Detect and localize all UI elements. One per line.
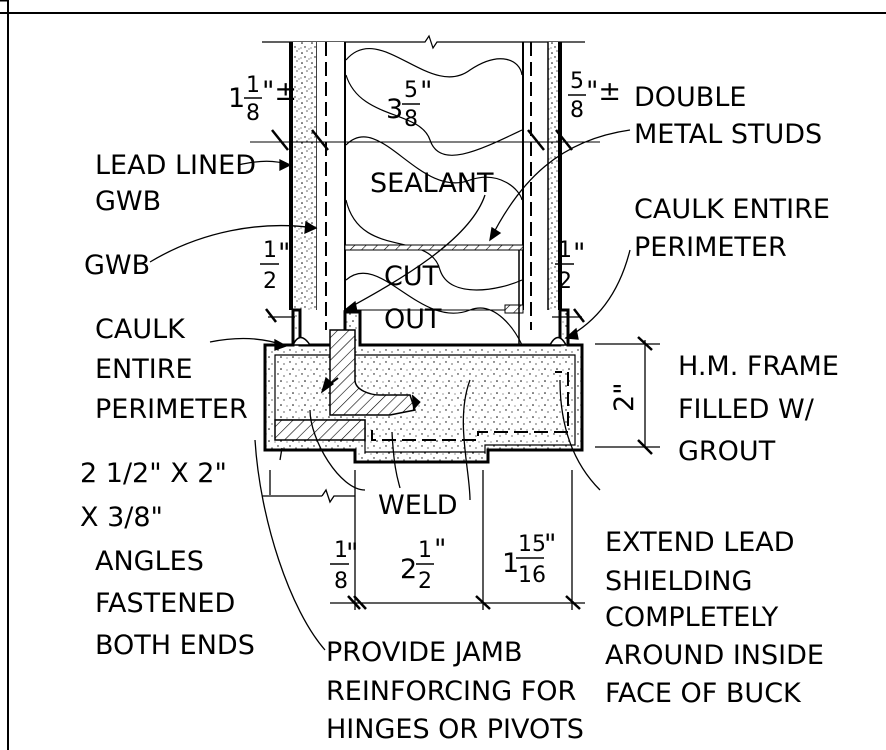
dim-1-8-den: 8 bbox=[334, 569, 348, 594]
label-double: DOUBLE bbox=[634, 82, 746, 113]
label-angles-2: X 3/8" bbox=[80, 502, 163, 533]
label-hm-frame-2: FILLED W/ bbox=[678, 394, 815, 425]
dim-half-left-num: 1 bbox=[263, 238, 277, 263]
dim-1-1-8-den: 8 bbox=[246, 101, 260, 126]
label-lead-lined-1: LEAD LINED bbox=[95, 150, 256, 181]
dim-2-in: 2" bbox=[609, 382, 640, 412]
label-provide-2: REINFORCING FOR bbox=[326, 676, 576, 707]
label-cut: CUT bbox=[384, 261, 440, 292]
label-sealant: SEALANT bbox=[370, 168, 494, 199]
label-angles-4: FASTENED bbox=[95, 588, 235, 619]
dim-3-5-8-num: 5 bbox=[404, 78, 418, 103]
label-provide-3: HINGES OR PIVOTS bbox=[326, 714, 584, 745]
label-extend-5: FACE OF BUCK bbox=[605, 678, 802, 709]
dim-2-1-2-num: 1 bbox=[418, 538, 432, 563]
dim-half-right-suffix: " bbox=[573, 238, 585, 269]
label-gwb: GWB bbox=[84, 250, 150, 281]
dimension-texts: 1 1 8 "± 3 5 8 " 5 8 "± 1 2 " 1 2 " 2" 1… bbox=[228, 69, 640, 594]
dim-1-1-8-num: 1 bbox=[246, 73, 260, 98]
dim-1-15-16-num: 15 bbox=[518, 532, 546, 557]
dim-3-5-8-den: 8 bbox=[404, 107, 418, 132]
hm-frame bbox=[263, 308, 584, 464]
dim-1-8-suffix: " bbox=[346, 538, 358, 569]
label-angles-1: 2 1/2" X 2" bbox=[80, 458, 227, 489]
dim-1-15-16-den: 16 bbox=[518, 563, 546, 588]
label-hm-frame-3: GROUT bbox=[678, 436, 776, 467]
label-lead-lined-2: GWB bbox=[95, 186, 161, 217]
dim-5-8-den: 8 bbox=[570, 98, 584, 123]
label-weld: WELD bbox=[378, 490, 458, 521]
dim-1-1-8-suffix: "± bbox=[262, 76, 297, 107]
dim-5-8-num: 5 bbox=[570, 69, 584, 94]
angle-steel bbox=[274, 419, 366, 441]
label-hm-frame-1: H.M. FRAME bbox=[678, 351, 839, 382]
label-extend-1: EXTEND LEAD bbox=[605, 527, 795, 558]
label-extend-4: AROUND INSIDE bbox=[605, 640, 824, 671]
dim-half-left-suffix: " bbox=[278, 238, 290, 269]
dim-half-left-den: 2 bbox=[263, 269, 277, 294]
label-out: OUT bbox=[384, 304, 442, 335]
leaders bbox=[149, 129, 631, 651]
dim-3-5-8-suffix: " bbox=[420, 76, 432, 107]
dim-1-1-8-whole: 1 bbox=[228, 83, 245, 114]
batt-insulation bbox=[345, 47, 523, 346]
label-angles-5: BOTH ENDS bbox=[95, 630, 255, 661]
label-caulk-left-3: PERIMETER bbox=[95, 394, 248, 425]
dimension-lines bbox=[250, 129, 660, 610]
lead-lined-gwb-left bbox=[291, 42, 317, 310]
label-extend-2: SHIELDING bbox=[605, 566, 752, 597]
gwb-left bbox=[317, 42, 345, 310]
label-extend-3: COMPLETELY bbox=[605, 602, 779, 633]
dim-1-15-16-suffix: " bbox=[544, 529, 556, 560]
dim-half-right-den: 2 bbox=[558, 269, 572, 294]
dim-1-15-16-whole: 1 bbox=[502, 548, 519, 579]
label-provide-1: PROVIDE JAMB bbox=[326, 637, 522, 668]
wall-assembly bbox=[262, 34, 585, 360]
label-caulk-right-1: CAULK ENTIRE bbox=[634, 194, 830, 225]
label-metal-studs: METAL STUDS bbox=[634, 119, 822, 150]
label-angles-3: ANGLES bbox=[95, 546, 204, 577]
callout-labels: LEAD LINED GWB GWB SEALANT CUT OUT DOUBL… bbox=[80, 82, 839, 745]
dim-5-8-suffix: "± bbox=[586, 76, 621, 107]
dim-2-1-2-whole: 2 bbox=[400, 554, 417, 585]
dim-half-right-num: 1 bbox=[558, 238, 572, 263]
dim-1-8-num: 1 bbox=[334, 538, 348, 563]
lead-lined-gwb-right bbox=[548, 42, 560, 310]
dim-2-1-2-suffix: " bbox=[434, 534, 446, 565]
label-caulk-right-2: PERIMETER bbox=[634, 232, 787, 263]
dim-3-5-8-whole: 3 bbox=[386, 94, 403, 125]
label-caulk-left-2: ENTIRE bbox=[95, 354, 193, 385]
label-caulk-left-1: CAULK bbox=[95, 314, 186, 345]
dim-2-1-2-den: 2 bbox=[418, 569, 432, 594]
